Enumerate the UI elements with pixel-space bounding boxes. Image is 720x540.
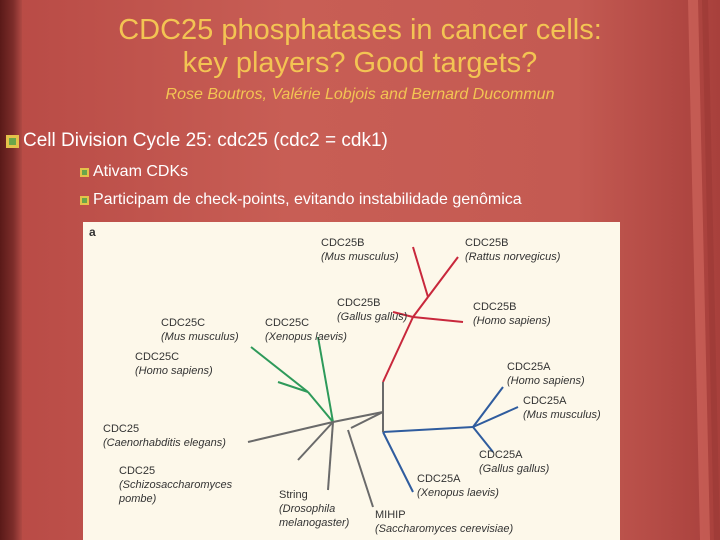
leaf-species: (Gallus gallus)	[337, 311, 408, 323]
leaf-species: melanogaster)	[279, 517, 350, 529]
clade-cdc25a	[382, 386, 519, 493]
leaf-species: (Mus musculus)	[321, 251, 399, 263]
leaf-species: (Saccharomyces cerevisiae)	[375, 523, 513, 535]
sub-bullet-icon	[80, 167, 89, 177]
leaf-species: (Caenorhabditis elegans)	[103, 437, 226, 449]
leaf-name: CDC25B	[465, 237, 508, 249]
leaf-name: CDC25A	[417, 473, 461, 485]
tree-root	[247, 382, 384, 508]
leaf-name: String	[279, 489, 308, 501]
slide-title: CDC25 phosphatases in cancer cells: key …	[0, 14, 720, 80]
phylogenetic-tree-figure: a CDC25B (Mus musculus) CDC25B (Rattus n…	[83, 222, 620, 540]
leaf-name: CDC25C	[135, 351, 179, 363]
leaf-name: CDC25B	[321, 237, 364, 249]
leaf-species: (Homo sapiens)	[473, 315, 551, 327]
leaf-species: (Drosophila	[279, 503, 335, 515]
leaf-name: CDC25C	[265, 317, 309, 329]
leaf-species: (Homo sapiens)	[507, 375, 585, 387]
leaf-species: (Schizosaccharomyces	[119, 479, 233, 491]
leaf-species: (Mus musculus)	[161, 331, 239, 343]
leaf-species: (Xenopus laevis)	[417, 487, 499, 499]
leaf-name: CDC25	[103, 423, 139, 435]
leaf-species: (Mus musculus)	[523, 409, 601, 421]
leaf-name: CDC25A	[523, 395, 567, 407]
right-decoration	[688, 0, 720, 540]
leaf-name: CDC25A	[507, 361, 551, 373]
sub-bullet-2: Participam de check-points, evitando ins…	[80, 191, 522, 209]
left-decoration	[0, 0, 22, 540]
sub-bullet-icon	[80, 195, 89, 205]
leaf-species: (Rattus norvegicus)	[465, 251, 561, 263]
leaf-name: CDC25C	[161, 317, 205, 329]
leaf-species: pombe)	[118, 493, 157, 505]
slide-subtitle: Rose Boutros, Valérie Lobjois and Bernar…	[165, 86, 555, 103]
title-line-2: key players? Good targets?	[182, 47, 538, 79]
leaf-name: MIHIP	[375, 509, 406, 521]
bullet-icon	[6, 134, 19, 148]
leaf-name: CDC25A	[479, 449, 523, 461]
leaf-name: CDC25B	[337, 297, 380, 309]
clade-cdc25b	[382, 246, 464, 383]
sub-bullet-text: Ativam CDKs	[93, 163, 189, 180]
leaf-name: CDC25	[119, 465, 155, 477]
leaf-name: CDC25B	[473, 301, 516, 313]
main-bullet: Cell Division Cycle 25: cdc25 (cdc2 = cd…	[6, 130, 388, 152]
tree-svg: a CDC25B (Mus musculus) CDC25B (Rattus n…	[89, 225, 601, 535]
clade-cdc25c	[250, 336, 334, 423]
panel-label: a	[89, 225, 96, 239]
leaf-species: (Xenopus laevis)	[265, 331, 347, 343]
sub-bullet-text: Participam de check-points, evitando ins…	[93, 191, 522, 208]
main-bullet-text: Cell Division Cycle 25: cdc25 (cdc2 = cd…	[23, 130, 388, 151]
sub-bullet-1: Ativam CDKs	[80, 163, 188, 181]
title-line-1: CDC25 phosphatases in cancer cells:	[118, 14, 602, 46]
leaf-species: (Gallus gallus)	[479, 463, 550, 475]
leaf-species: (Homo sapiens)	[135, 365, 213, 377]
